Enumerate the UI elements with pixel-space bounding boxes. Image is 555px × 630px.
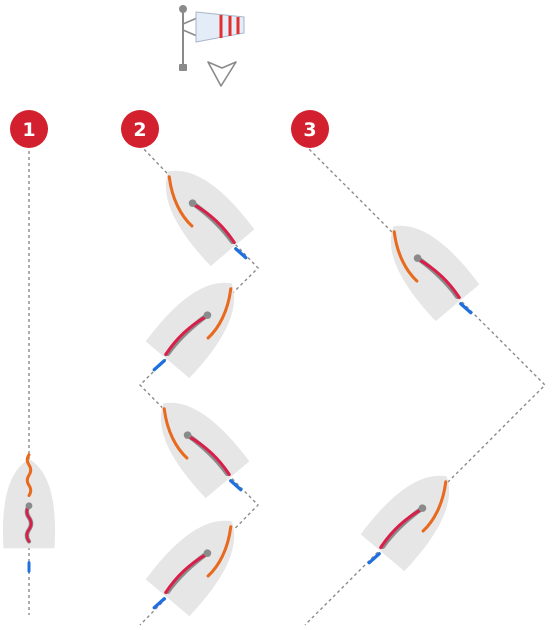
boat-3a-port (371, 208, 490, 334)
wind-direction-arrow-icon (207, 61, 237, 87)
boat-2a-port (146, 153, 265, 279)
course-line-3 (304, 144, 546, 626)
step-badge-1: 1 (10, 110, 48, 148)
course-lines (28, 144, 546, 626)
boat-3b-starboard (350, 458, 469, 584)
step-label-2: 2 (133, 119, 146, 141)
step-badge-3: 3 (291, 110, 329, 148)
course-line-2 (139, 144, 259, 626)
windsock-icon (179, 5, 245, 71)
step-label-1: 1 (22, 119, 35, 141)
boat-2d-starboard (135, 503, 254, 629)
boat-2c-port (141, 385, 260, 511)
boat-1-upwind (2, 453, 56, 573)
step-badge-2: 2 (121, 110, 159, 148)
step-label-3: 3 (303, 119, 316, 141)
